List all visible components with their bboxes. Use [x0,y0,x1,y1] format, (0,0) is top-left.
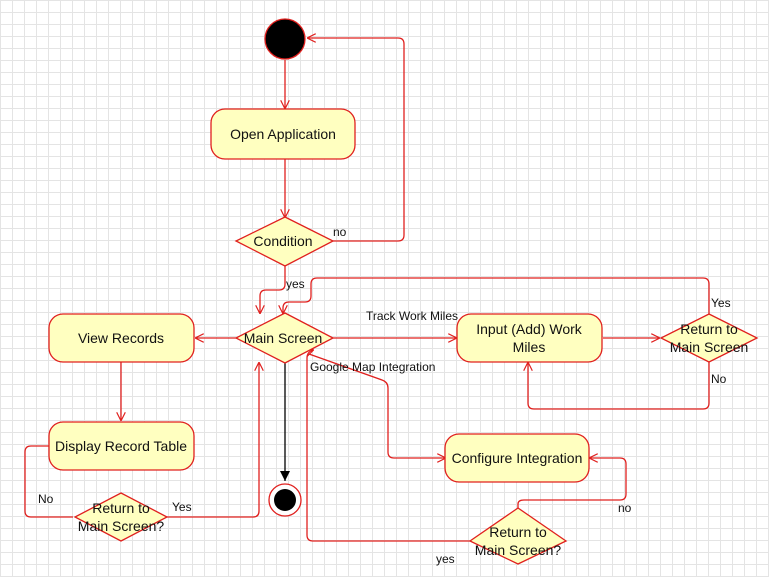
main-screen-label: Main Screen [244,330,323,346]
input-miles-label-line2: Miles [513,339,546,355]
display-record-table-label: Display Record Table [55,438,187,454]
condition-label: Condition [253,233,312,249]
activity-open-application[interactable]: Open Application [210,108,356,160]
label-yes-condition: yes [286,277,305,291]
label-google-map-integration: Google Map Integration [310,360,435,374]
return-right-label-line1: Return to [680,321,738,337]
edge-main-to-configure [308,353,445,458]
activity-display-record-table[interactable]: Display Record Table [48,421,195,471]
edge-return-left-yes [167,363,259,518]
edge-return-right-yes [283,277,710,314]
decision-return-left[interactable]: Return to Main Screen? [73,492,169,542]
return-right-label-line2: Main Screen [670,339,749,355]
decision-main-screen[interactable]: Main Screen [234,312,335,364]
return-left-label-line2: Main Screen? [78,518,165,534]
edge-return-bottom-no [517,458,627,508]
configure-integration-label: Configure Integration [452,450,583,466]
label-no-condition: no [333,225,347,239]
decision-return-bottom[interactable]: Return to Main Screen? [468,507,568,565]
label-track-work-miles: Track Work Miles [366,309,458,323]
edge-labels: no yes Track Work Miles Google Map Integ… [38,225,731,566]
return-bottom-label-line1: Return to [489,524,547,540]
input-miles-label-line1: Input (Add) Work [476,321,583,337]
edge-display-to-return-left [24,445,73,518]
edge-condition-no-loop [308,38,405,242]
edge-condition-yes-to-main [260,266,286,313]
open-application-label: Open Application [230,126,336,142]
end-node [268,483,302,517]
edge-return-right-no [528,362,710,410]
label-yes-left: Yes [172,500,192,514]
edge-return-bottom-yes [307,350,470,542]
decision-condition[interactable]: Condition [234,216,335,267]
decision-return-right[interactable]: Return to Main Screen [659,313,759,363]
activity-configure-integration[interactable]: Configure Integration [444,433,590,483]
label-yes-bottom: yes [436,552,455,566]
label-no-bottom: no [618,501,632,515]
activity-input-work-miles[interactable]: Input (Add) Work Miles [456,313,603,363]
edges [24,38,710,542]
start-node [264,18,306,60]
label-no-right: No [711,372,727,386]
return-bottom-label-line2: Main Screen? [475,542,562,558]
label-no-left: No [38,492,54,506]
label-yes-right: Yes [711,296,731,310]
view-records-label: View Records [78,330,164,346]
return-left-label-line1: Return to [92,500,150,516]
activity-view-records[interactable]: View Records [48,313,195,363]
